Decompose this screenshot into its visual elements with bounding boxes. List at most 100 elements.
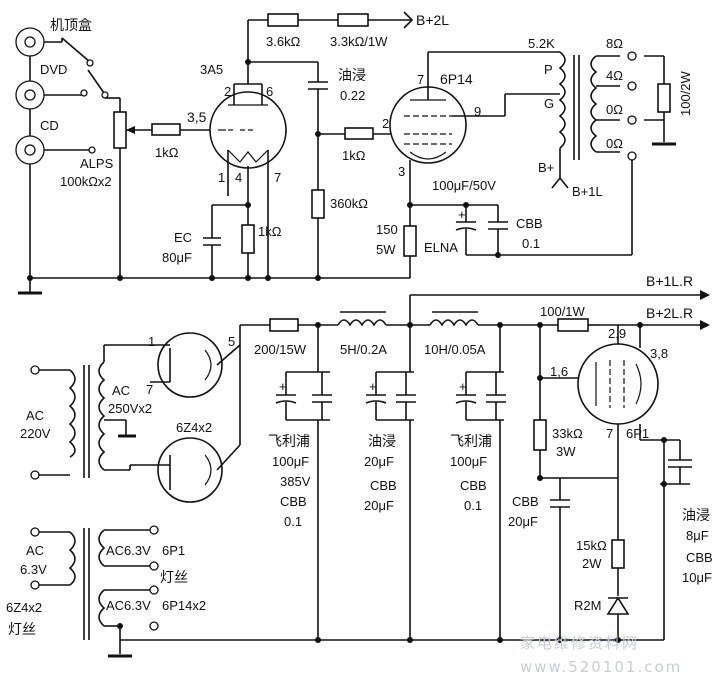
tube-6p14-pin2: 2 [382, 116, 389, 131]
grid-leak-label: 360kΩ [330, 196, 368, 211]
supply-b2l-label: B+2L [416, 12, 449, 28]
coupling-cap-label: 油浸 [338, 67, 366, 83]
reg-cap-cbb [550, 478, 570, 640]
ot-tap-8ohm: 8Ω [606, 36, 623, 51]
ot-tap-0ohm-a: 0Ω [606, 102, 623, 117]
tube-3a5-pin2: 2 [224, 84, 231, 99]
tube-3a5-grid-pins: 3,5 [187, 109, 207, 125]
dropper-resistor [557, 318, 589, 332]
grid-resistor [151, 123, 181, 136]
cathode-network-3a5 [203, 196, 255, 278]
rectifier-6z4-upper [150, 332, 241, 398]
out-b1lr-label: B+1L.R [646, 273, 693, 289]
rect-pin1: 1 [148, 334, 155, 349]
cap2-film: CBB [370, 478, 397, 493]
tube-3a5-label: 3A5 [200, 62, 223, 77]
series-resistor-200 [269, 318, 299, 332]
filter-cap-2 [365, 325, 416, 640]
reg-cap-label: CBB [512, 494, 539, 509]
source-dvd-label: DVD [40, 62, 67, 77]
heater-winding2-tube: 6P14x2 [162, 598, 206, 613]
cap3-film: CBB [460, 478, 487, 493]
out-cap-film-value: 10μF [682, 570, 712, 585]
mains-voltage-label: 220V [20, 426, 51, 441]
reg-tube-label: 6P1 [626, 426, 649, 441]
rect-pin7: 7 [146, 382, 153, 397]
cap3-film-value: 0.1 [464, 498, 482, 513]
ot-tap-p: P [544, 62, 553, 77]
heater-winding2: AC6.3V [106, 598, 151, 613]
cathode-r-label: 150 [376, 222, 398, 237]
reg-pin7: 7 [606, 426, 613, 441]
tube-3a5-pin6: 6 [266, 84, 273, 99]
mains-ac-label: AC [26, 408, 44, 423]
series-resistor-label: 200/15W [254, 342, 307, 357]
reg-cap-value: 20μF [508, 514, 538, 529]
choke-5h [337, 311, 430, 327]
reg-resistor-label: 33kΩ [552, 426, 583, 441]
ref-diode-r2m [606, 596, 630, 640]
output-transformer [551, 51, 676, 255]
regulator-tube-6p1 [577, 324, 659, 540]
choke-10h [429, 311, 558, 327]
reg-pin29: 2,9 [608, 326, 626, 341]
cap1-film-value: 0.1 [284, 514, 302, 529]
cap3-value: 100μF [450, 454, 487, 469]
out-cap-type: 油浸 [682, 507, 710, 523]
ot-load-resistor: 100/2W [678, 70, 693, 116]
plus-sign: + [279, 379, 287, 394]
filter-cap-1 [275, 325, 332, 640]
reg-resistor-33k [533, 419, 547, 451]
tube-3a5-pin1: 1 [218, 170, 225, 185]
tube-3a5-pin4: 4 [235, 170, 242, 185]
watermark-url: www.520101.com [520, 658, 682, 676]
cap1-film: CBB [280, 494, 307, 509]
pot-brand-label: ALPS [80, 156, 114, 171]
cap1-brand: 飞利浦 [268, 433, 310, 449]
heater-winding1-tube: 6P1 [162, 543, 185, 558]
bypass-film-value: 0.1 [522, 236, 540, 251]
grid-stopper-6p14 [344, 127, 374, 140]
ot-tap-4ohm: 4Ω [606, 68, 623, 83]
source-stb-label: 机顶盒 [50, 17, 92, 33]
volume-potentiometer [113, 111, 152, 278]
heater-ac-label: AC [26, 543, 44, 558]
bypass-film-label: CBB [516, 216, 543, 231]
cathode-resistor-label: 1kΩ [258, 224, 282, 239]
ot-impedance-label: 5.2K [528, 36, 555, 51]
plate-r2-label: 3.3kΩ/1W [330, 34, 388, 49]
ref-resistor-15k [611, 539, 625, 569]
tube-6p14-pin7: 7 [417, 72, 424, 87]
rectifier-label: 6Z4x2 [176, 420, 212, 435]
plate-resistor-3k3 [337, 13, 369, 27]
choke1-label: 5H/0.2A [340, 342, 387, 357]
ref-resistor-label: 15kΩ [576, 538, 607, 553]
out-cap-value: 8μF [686, 528, 709, 543]
plus-sign: + [458, 207, 466, 222]
tube-6p14-label: 6P14 [440, 71, 473, 87]
cap2-film-value: 20μF [364, 498, 394, 513]
grid-resistor-label: 1kΩ [155, 145, 179, 160]
rect-pin5: 5 [228, 334, 235, 349]
reg-resistor-power: 3W [556, 444, 576, 459]
cathode-r-power: 5W [376, 242, 396, 257]
ec-label: EC [174, 230, 192, 245]
plus-sign: + [369, 379, 377, 394]
filter-cap-3 [455, 325, 506, 640]
tube-6p14-pin3: 3 [398, 164, 405, 179]
source-cd-label: CD [40, 118, 59, 133]
rectifier-6z4-lower [130, 437, 241, 503]
hv-voltage-label: 250Vx2 [108, 401, 152, 416]
input-jacks [15, 27, 91, 278]
ot-tap-0ohm-b: 0Ω [606, 136, 623, 151]
out-cap-film: CBB [686, 550, 713, 565]
tube-3a5-pin7: 7 [274, 170, 281, 185]
tube-3a5 [209, 20, 287, 278]
cap2-value: 20μF [364, 454, 394, 469]
cap1-voltage: 385V [280, 474, 311, 489]
watermark-title: 家电维修资料网 [520, 634, 639, 652]
choke2-label: 10H/0.05A [424, 342, 486, 357]
reg-pin38: 3,8 [650, 346, 668, 361]
dropper-label: 100/1W [540, 304, 586, 319]
